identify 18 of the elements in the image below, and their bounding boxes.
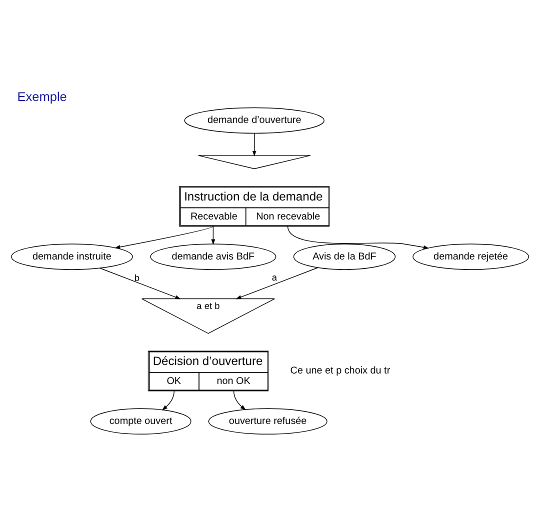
arrow xyxy=(162,390,174,410)
node-ellipse: compte ouvert xyxy=(90,408,192,435)
arrow xyxy=(100,268,181,300)
edge-label: b xyxy=(134,272,140,283)
arrow xyxy=(233,390,246,410)
diagram-title: Exemple xyxy=(17,88,67,104)
node-ellipse: demande d’ouverture xyxy=(184,107,324,134)
edge-label: a xyxy=(272,272,277,283)
arrow xyxy=(252,133,256,156)
node-ellipse: ouverture refusée xyxy=(208,408,328,435)
node-triangle xyxy=(198,155,311,170)
arrow xyxy=(287,226,430,250)
arrow xyxy=(211,226,216,245)
node-ellipse: demande avis BdF xyxy=(150,244,276,270)
arrow xyxy=(114,226,214,249)
node-ellipse: Avis de la BdF xyxy=(293,244,396,270)
label: Ce une et p choix du tr xyxy=(290,366,390,377)
arrow xyxy=(236,267,318,300)
